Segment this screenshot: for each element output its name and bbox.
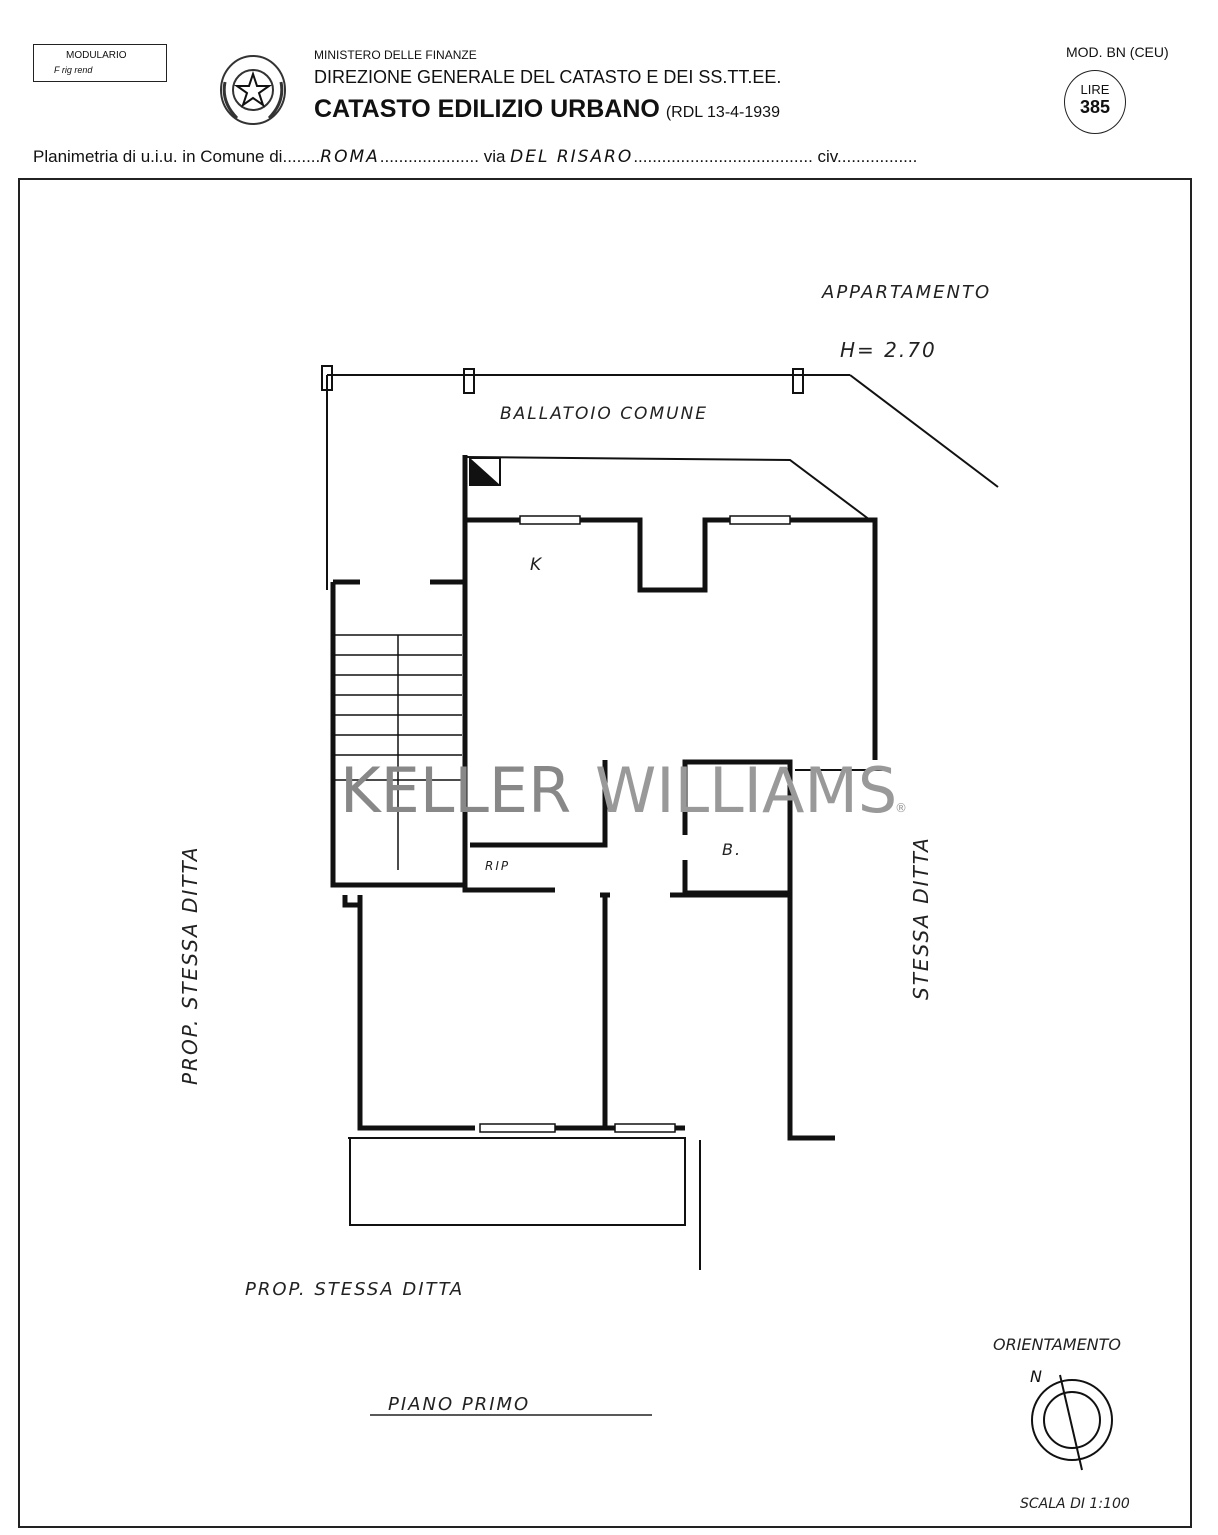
kitchen-label: K — [530, 555, 543, 575]
address-line: Planimetria di u.i.u. in Comune di......… — [33, 147, 918, 167]
shaft-fill — [470, 458, 500, 485]
title-text: CATASTO EDILIZIO URBANO — [314, 95, 660, 123]
right-neighbor-label: STESSA DITTA — [909, 836, 933, 1000]
direction-label: DIREZIONE GENERALE DEL CATASTO E DEI SS.… — [314, 67, 782, 87]
modulario-sub: F rig rend — [54, 65, 93, 75]
civ-label: civ — [817, 147, 838, 166]
bath-label: B. — [722, 840, 742, 859]
model-code: MOD. BN (CEU) — [1066, 44, 1169, 60]
modulario-box: MODULARIO F rig rend — [33, 44, 167, 82]
staircase — [335, 634, 462, 870]
law-ref: (RDL 13-4-1939 — [665, 104, 780, 121]
storage-label: RIP — [485, 859, 510, 873]
watermark-williams: WILLIAMS — [595, 754, 897, 827]
modulario-label: MODULARIO — [66, 50, 127, 61]
compass-icon — [1031, 1374, 1113, 1471]
watermark-registered: ® — [895, 801, 907, 815]
floor-label: PIANO PRIMO — [388, 1394, 530, 1415]
stamp-label: LIRE — [1080, 82, 1110, 97]
fee-stamp: LIRE 385 — [1064, 70, 1126, 134]
ministry-label: MINISTERO DELLE FINANZE — [314, 48, 477, 62]
balcony-label: BALLATOIO COMUNE — [500, 404, 708, 424]
document-title: CATASTO EDILIZIO URBANO (RDL 13-4-1939 — [314, 94, 780, 128]
ceiling-height-label: H= 2.70 — [840, 338, 937, 362]
stamp-value: 385 — [1079, 97, 1111, 117]
orientation-label: ORIENTAMENTO — [993, 1335, 1121, 1354]
unit-type-label: APPARTAMENTO — [821, 282, 991, 303]
left-neighbor-label: PROP. STESSA DITTA — [178, 845, 202, 1085]
via-value: DEL RISARO — [510, 147, 634, 167]
windows — [479, 515, 791, 1133]
watermark-keller: KELLER — [340, 754, 571, 827]
via-label: via — [483, 147, 506, 166]
bottom-neighbor-label: PROP. STESSA DITTA — [245, 1279, 464, 1300]
republic-emblem-icon — [220, 55, 286, 125]
scale-label: SCALA DI 1:100 — [1020, 1496, 1130, 1512]
address-prefix: Planimetria di u.i.u. in Comune di — [33, 147, 283, 166]
plan-frame — [18, 178, 1192, 1528]
north-label: N — [1030, 1367, 1042, 1386]
comune-value: ROMA — [320, 147, 380, 167]
